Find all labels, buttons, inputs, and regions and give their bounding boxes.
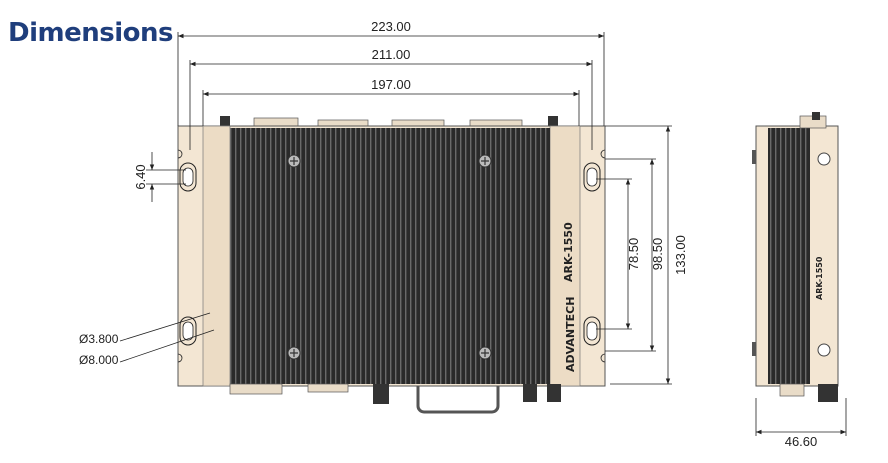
front-view: ADVANTECH ARK-1550 bbox=[177, 116, 606, 414]
heatsink-screws bbox=[287, 154, 492, 360]
dim-hole-small: Ø3.800 bbox=[79, 332, 119, 346]
side-view: ARK-1550 bbox=[752, 112, 839, 402]
left-panel bbox=[202, 125, 231, 387]
dim-211: 211.00 bbox=[372, 47, 411, 62]
dim-98-50: 98.50 bbox=[650, 238, 665, 271]
dim-hole-large: Ø8.000 bbox=[79, 353, 119, 367]
model-label: ARK-1550 bbox=[562, 222, 575, 282]
bottom-connectors bbox=[229, 383, 561, 414]
dim-78-50: 78.50 bbox=[626, 238, 641, 271]
dim-6-40: 6.40 bbox=[133, 164, 148, 189]
heatsink-fins bbox=[230, 128, 550, 384]
side-model-label: ARK-1550 bbox=[815, 256, 824, 300]
page-title: Dimensions bbox=[8, 18, 173, 48]
dimension-lines bbox=[119, 32, 847, 436]
dim-197: 197.00 bbox=[371, 77, 411, 92]
dim-133: 133.00 bbox=[673, 235, 688, 275]
brand-label: ADVANTECH bbox=[564, 297, 577, 372]
dim-46-60: 46.60 bbox=[785, 434, 818, 449]
dim-223: 223.00 bbox=[371, 19, 411, 34]
